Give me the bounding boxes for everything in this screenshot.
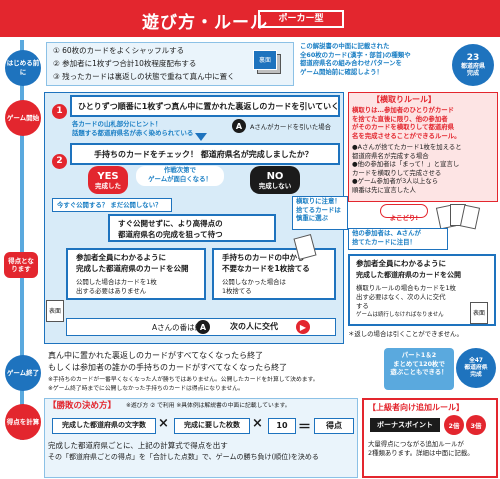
- step1-number: 1: [52, 98, 67, 119]
- arrow-step1: [195, 133, 207, 141]
- player-a-icon: A: [232, 119, 246, 133]
- formula-chars: 完成した都道府県の文字数: [52, 418, 156, 434]
- formula-times-2: ×: [252, 416, 263, 431]
- game-end-pill: ゲーム終了: [5, 355, 41, 391]
- badge-23: 23 都道府県 完成: [452, 44, 494, 86]
- formula-cards: 完成に要した枚数: [174, 418, 250, 434]
- step2-number: 2: [52, 148, 67, 169]
- end-line-2: もしくは参加者の誰かの手持ちのカードがすべてなくなったら終了: [48, 363, 288, 372]
- hint-text: 各カードの山札部分にヒント！ 話題する都道府県名が赤く染められている: [72, 120, 194, 137]
- bonus-2x: 2倍: [444, 415, 464, 435]
- publish-box: 参加者全員にわかるように 完成した都道府県のカードを公開 公開した場合はカードを…: [66, 248, 206, 300]
- score-note: ※遊び方 ② で利用 ※具体例は解説書の中面に記載しています。: [126, 403, 291, 409]
- step2-box: 手持ちのカードをチェック！ 都道府県名が完成しましたか？: [70, 143, 340, 165]
- score-line-1: 完成した都道府県ごとに、上記の計算式で得点を出す: [48, 441, 228, 450]
- score-pill: 得点を計算: [5, 404, 41, 440]
- part-badge: パート1＆2 まとめて120枚で 遊ぶこともできる！: [384, 348, 454, 390]
- side-rule-title: 【横取りルール】: [372, 95, 436, 104]
- prep-line-2: ② 参加者に1枚ずつ合計10枚程度配布する: [53, 59, 197, 68]
- side-card-front-icon: 表面: [470, 302, 488, 324]
- end-note-1: ※手持ちのカードが一番早くなくなった人が勝ちではありません。公開したカードを計算…: [48, 377, 319, 383]
- hand-cards-icon: [435, 202, 481, 230]
- prep-line-3: ③ 残ったカードは裏返しの状態で重ねて真ん中に置く: [53, 72, 235, 81]
- advanced-title: 【上級者向け追加ルール】: [368, 403, 464, 412]
- side-rule-text: 横取りは…参加者のひとりがカード を捨てた直後に限り、他の参加者 がそのカードを…: [352, 106, 461, 140]
- callout-watch: 他の参加者は、Aさんが 捨てたカードに注目！: [348, 228, 448, 250]
- mode-tag: ポーカー型: [258, 10, 344, 28]
- discard-box: 手持ちのカードの中から 不要なカードを1枚捨てる 公開しなかった場合は 1枚捨て…: [212, 248, 336, 300]
- end-a-text: Aさんの番は終了: [152, 323, 210, 332]
- no-bubble: NO 完成しない: [250, 166, 300, 194]
- header-bar: [0, 0, 500, 37]
- strategy-note: 作戦次第で ゲームが面白くなる！: [136, 166, 224, 186]
- badge-47: 全47 都道府県 完成: [456, 348, 496, 388]
- end-note-2: ※ゲーム終了時までに公開しなかった手持ちのカードは得点になりません。: [48, 386, 244, 392]
- side-rule-panel: [348, 92, 498, 202]
- wait-box: すぐ公開せずに、より高得点の 都道府県名の完成を狙って待つ: [108, 214, 276, 242]
- next-player-text: 次の人に交代: [230, 322, 278, 331]
- return-note: ＊返しの場合は引くことができません。: [348, 330, 463, 338]
- score-title: 【勝敗の決め方】: [48, 401, 117, 411]
- bonus-label: ボーナスポイント: [370, 418, 440, 432]
- formula-ten: 10: [268, 418, 296, 434]
- callout-caution: 横取りに注意！ 捨てるカードは 慎重に選ぶ: [292, 196, 348, 230]
- page-title: 遊び方・ルール: [142, 13, 268, 33]
- prep-note: この解説書の中面に記載された 全60枚のカード(漢字・部首)の種類や 都道府県名…: [300, 42, 411, 76]
- card-stack-icon: 裏面: [253, 50, 283, 78]
- score-panel: [44, 398, 358, 478]
- yokodori-bubble: よこどり!: [380, 204, 428, 222]
- publish-question: 今すぐ公開する？ まだ公開しない？: [52, 198, 172, 212]
- player-a-text: Aさんがカードを引いた場合: [250, 123, 332, 131]
- next-arrow-icon: ▶: [296, 320, 310, 334]
- end-line-1: 真ん中に置かれた裏返しのカードがすべてなくなったら終了: [48, 351, 264, 360]
- advanced-text: 大量得点につながる追加ルールが 2種類あります。詳細は中面に記載。: [368, 440, 474, 457]
- prep-line-1: ① 60枚のカードをよくシャッフルする: [53, 46, 185, 55]
- card-front-icon: 表面: [46, 300, 64, 322]
- yes-bubble: YES 完成した: [88, 166, 128, 194]
- formula-times-1: ×: [158, 416, 169, 431]
- points-pill: 得点となります: [4, 252, 38, 278]
- prep-box: ① 60枚のカードをよくシャッフルする ② 参加者に1枚ずつ合計10枚程度配布す…: [46, 42, 294, 86]
- advanced-panel: [362, 398, 498, 478]
- timeline-track: [20, 40, 24, 440]
- player-a-icon-2: A: [196, 320, 210, 334]
- formula-equals: ＝: [298, 420, 312, 435]
- game-start-pill: ゲーム開始: [5, 100, 41, 136]
- bonus-3x: 3倍: [466, 415, 486, 435]
- prep-pill: はじめる前に: [5, 50, 41, 86]
- formula-score: 得点: [314, 418, 354, 434]
- step1-box: ひとりずつ順番に1枚ずつ真ん中に置かれた裏返しのカードを引いていく: [70, 95, 340, 117]
- side-rule-bullets: ●Aさんが捨てたカード1枚を加えると 都道府県名が完成する場合 ●他の参加者は「…: [352, 143, 462, 194]
- score-line-2: その「都道府県ごとの得点」を「合計した点数」で、ゲームの勝ち負け(順位)を決める: [48, 453, 319, 461]
